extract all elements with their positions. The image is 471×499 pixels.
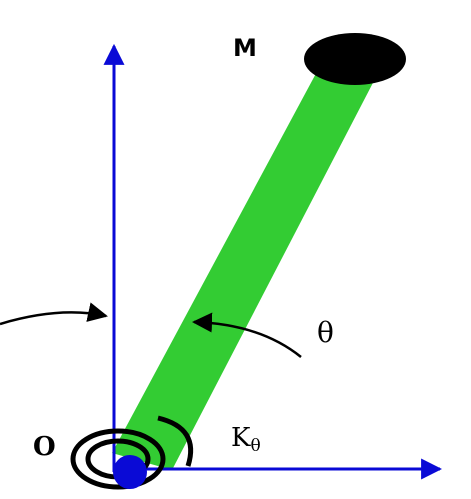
stiffness-label: Kθ — [231, 423, 261, 456]
spring-arc — [157, 415, 194, 467]
stiffness-label-subscript: θ — [250, 436, 260, 456]
pivot-point — [113, 455, 147, 489]
angle-arrow-right — [192, 312, 302, 358]
angle-label: θ — [317, 316, 334, 349]
mass-label: M — [233, 34, 257, 62]
angle-arrow-left — [0, 302, 108, 326]
origin-label: O — [33, 432, 56, 462]
stiffness-label-main: K — [231, 423, 251, 453]
mass-bob — [304, 33, 406, 85]
pendulum-rod — [112, 66, 376, 470]
